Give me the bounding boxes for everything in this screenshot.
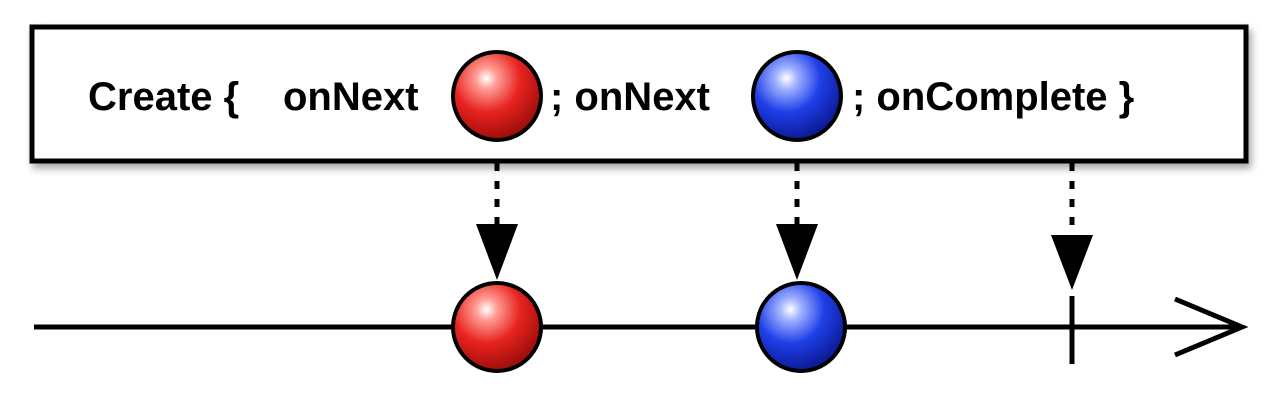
blue-marble-icon: [751, 50, 843, 142]
create-label: Create {: [88, 75, 239, 119]
emitted-blue-marble: [755, 281, 847, 373]
completion-arrow: [1051, 163, 1093, 290]
emission-arrow-1: [476, 163, 518, 280]
on-next-label-1: onNext: [283, 75, 419, 119]
timeline: [34, 296, 1249, 358]
emission-arrow-2: [776, 163, 818, 280]
red-marble-icon: [451, 50, 543, 142]
on-complete-label: ; onComplete }: [852, 75, 1134, 119]
on-next-label-2: ; onNext: [550, 75, 710, 119]
emitted-red-marble: [451, 281, 543, 373]
operator-box: [29, 24, 1249, 164]
